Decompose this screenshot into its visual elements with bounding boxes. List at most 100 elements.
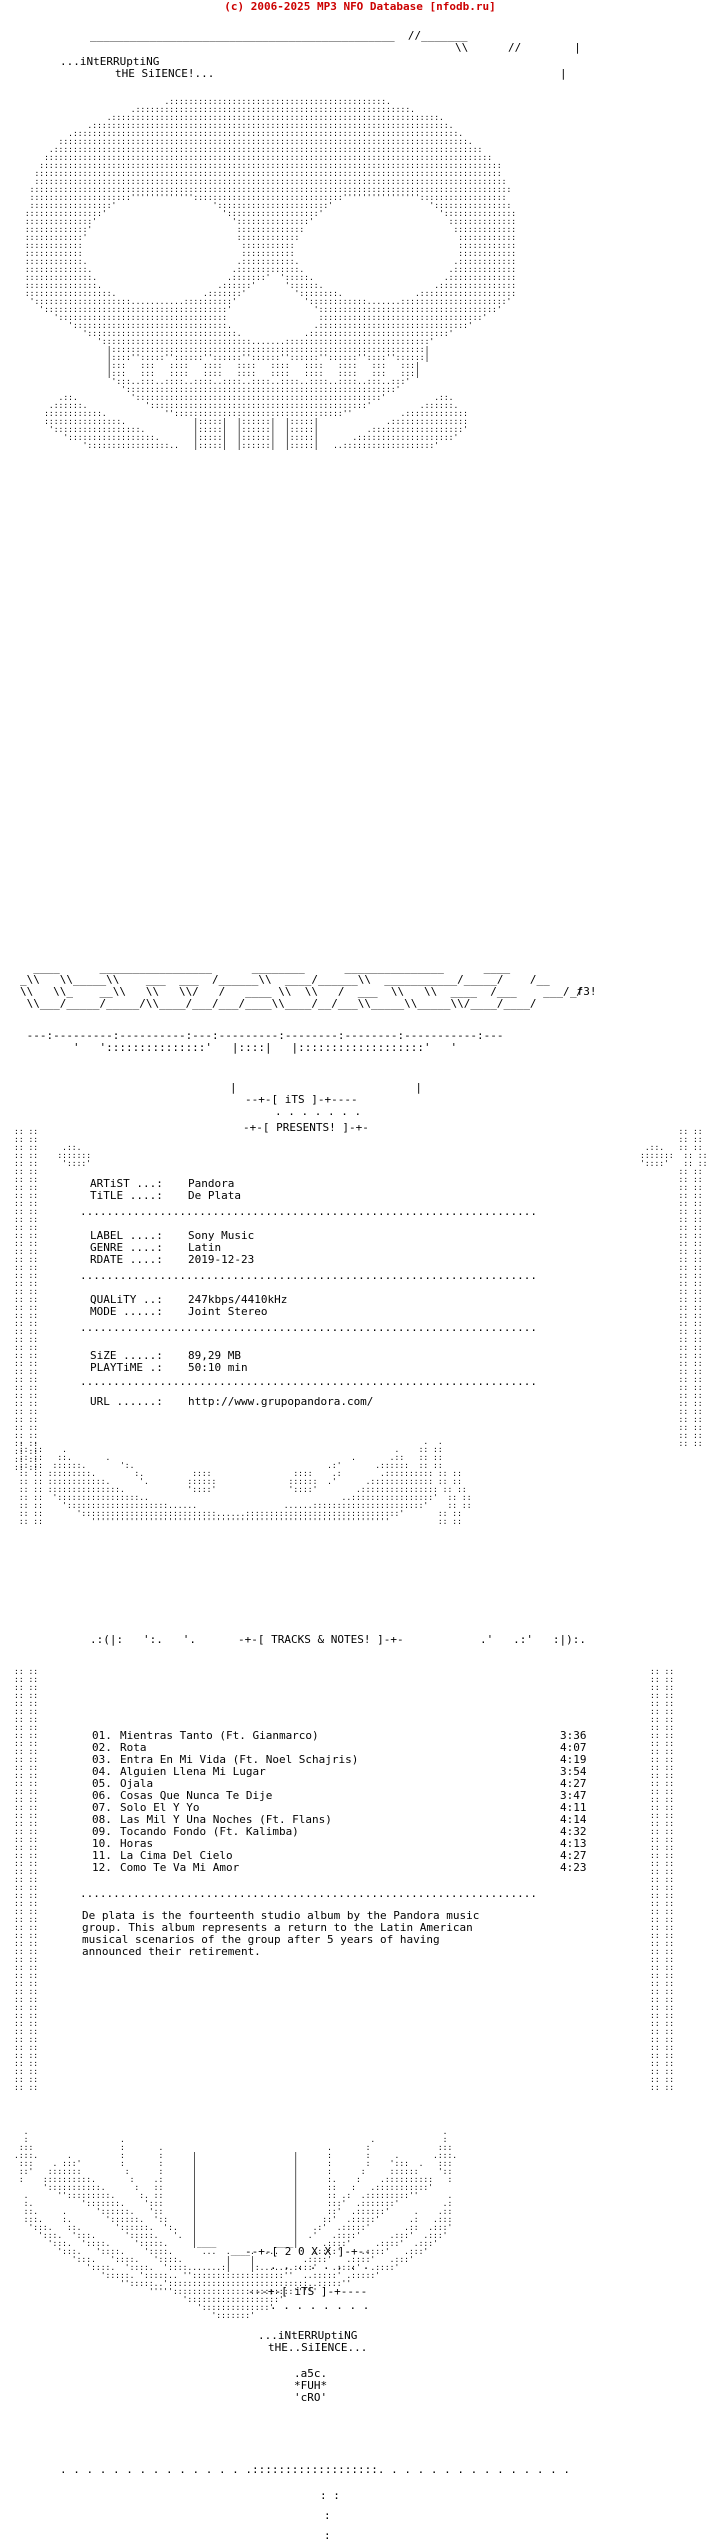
footer-dots1: . . . . . . . .: [270, 2259, 370, 2272]
track-row: 03. Entra En Mi Vida (Ft. Noel Schajris) 4…: [0, 1754, 720, 1766]
divider-5: ........................................…: [80, 1887, 537, 1900]
track-time: 3:47: [560, 1789, 587, 1802]
genre-value: Latin: [188, 1241, 222, 1254]
logo-ascii-line4: \\___/_____/_____/\\____/___/___/____\\_…: [20, 997, 550, 1010]
track-number: 06.: [92, 1789, 112, 1802]
playtime-label: PLAYTiME .:: [90, 1361, 163, 1374]
track-time: 4:27: [560, 1849, 587, 1862]
footer-ascii-art: . . : . . : :::: [14, 2127, 458, 2320]
notes-line: announced their retirement.: [82, 1945, 261, 1958]
track-time: 3:36: [560, 1729, 587, 1742]
rdate-label: RDATE ....:: [90, 1253, 163, 1266]
track-title: Como Te Va Mi Amor: [120, 1861, 240, 1874]
artist-label: ARTiST ...:: [90, 1177, 163, 1190]
group-name-line1: ...iNtERRUptiNG: [60, 55, 160, 68]
footer-tail2: :: [324, 2509, 331, 2522]
track-number: 09.: [92, 1825, 112, 1838]
rdate-value: 2019-12-23: [188, 1253, 255, 1266]
track-time: 4:13: [560, 1837, 587, 1850]
track-number: 05.: [92, 1777, 112, 1790]
presents-its: --+-[ iTS ]-+----: [245, 1093, 358, 1106]
track-number: 11.: [92, 1849, 112, 1862]
logo-ascii-line5: ---:---------:----------:---:---------:-…: [20, 1029, 504, 1042]
playtime-value: 50:10 min: [188, 1361, 248, 1374]
quality-label: QUALiTY ..:: [90, 1293, 163, 1306]
logo-ascii-line1: ____ _________________ ________ ________…: [20, 961, 511, 974]
title-label: TiTLE ....:: [90, 1189, 163, 1202]
track-title: Mientras Tanto (Ft. Gianmarco): [120, 1729, 319, 1742]
footer-credit1: .a5c.: [294, 2367, 328, 2380]
presents-label: -+-[ PRESENTS! ]-+-: [243, 1121, 369, 1134]
mode-value: Joint Stereo: [188, 1305, 268, 1318]
track-time: 4:07: [560, 1741, 587, 1754]
track-title: Ojala: [120, 1777, 154, 1790]
notes-line: group. This album represents a return to…: [82, 1921, 473, 1934]
title-value: De Plata: [188, 1189, 241, 1202]
notes-line: De plata is the fourteenth studio album …: [82, 1909, 480, 1922]
tracks-header-deco-left: .:(|: ':. '.: [90, 1633, 196, 1646]
logo-ascii-line2: _\\ \\_____\\ ___ ___ /______\\ ____/___…: [20, 973, 557, 986]
info-frame-right: :: :: :: :: .::. :: :: ::::::: :: :: '::…: [640, 1127, 708, 1448]
footer-group1: ...iNtERRUptiNG: [258, 2329, 358, 2342]
artist-value: Pandora: [188, 1177, 235, 1190]
track-time: 4:19: [560, 1753, 587, 1766]
url-value[interactable]: http://www.grupopandora.com/: [188, 1395, 374, 1408]
header-frame-top: ________________________________________…: [90, 29, 468, 42]
track-number: 12.: [92, 1861, 112, 1874]
track-number: 04.: [92, 1765, 112, 1778]
tracks-frame-left: :: :: :: :: :: :: :: :: :: :: :: :: :: :…: [14, 1667, 39, 2091]
track-title: Entra En Mi Vida (Ft. Noel Schajris): [120, 1753, 359, 1766]
track-title: Alguien Llena Mi Lugar: [120, 1765, 266, 1778]
track-title: La Cima Del Cielo: [120, 1849, 233, 1862]
track-row: 11. La Cima Del Cielo 4:27: [0, 1850, 720, 1862]
divider-2: ........................................…: [80, 1269, 537, 1282]
tracks-header-deco-right: .' .:' :|):.: [480, 1633, 586, 1646]
track-row: 12. Como Te Va Mi Amor 4:23: [0, 1862, 720, 1874]
track-number: 01.: [92, 1729, 112, 1742]
track-row: 10. Horas 4:13: [0, 1838, 720, 1850]
mode-label: MODE .....:: [90, 1305, 163, 1318]
track-time: 4:27: [560, 1777, 587, 1790]
footer-its: ---+-[ iTS ]-+----: [248, 2285, 368, 2298]
track-title: Horas: [120, 1837, 154, 1850]
footer-credit2: *FUH*: [294, 2379, 328, 2392]
label-label: LABEL ....:: [90, 1229, 163, 1242]
label-value: Sony Music: [188, 1229, 255, 1242]
tracks-frame-right: :: :: :: :: :: :: :: :: :: :: :: :: :: :…: [650, 1667, 675, 2091]
logo-tag: _f3!: [570, 985, 597, 998]
track-time: 4:11: [560, 1801, 587, 1814]
divider-1: ........................................…: [80, 1205, 537, 1218]
track-title: Solo El Y Yo: [120, 1801, 200, 1814]
size-label: SiZE .....:: [90, 1349, 163, 1362]
track-number: 02.: [92, 1741, 112, 1754]
group-name-line2: tHE SiIENCE!...: [115, 67, 215, 80]
logo-ascii-line6: ' ':::::::::::::::' |::::| |::::::::::::…: [20, 1041, 458, 1054]
track-number: 08.: [92, 1813, 112, 1826]
track-number: 10.: [92, 1837, 112, 1850]
track-row: 05. Ojala 4:27: [0, 1778, 720, 1790]
track-number: 03.: [92, 1753, 112, 1766]
footer-dots2: . . . . . . . .: [270, 2299, 370, 2312]
track-row: 09.Tocando Fondo (Ft. Kalimba)4:32: [0, 1826, 720, 1838]
quality-value: 247kbps/4410kHz: [188, 1293, 288, 1306]
url-label: URL ......:: [90, 1395, 163, 1408]
header-frame-side: \\ // |: [455, 41, 581, 54]
track-time: 4:14: [560, 1813, 587, 1826]
footer-tail1: : :: [320, 2489, 340, 2502]
footer-baseline: . . . . . . . . . . . . . . .:::::::::::…: [60, 2463, 570, 2476]
footer-group2: tHE..SiIENCE...: [268, 2341, 368, 2354]
tracks-header: -+-[ TRACKS & NOTES! ]-+-: [238, 1633, 404, 1646]
divider-3: ........................................…: [80, 1321, 537, 1334]
track-time: 4:32: [560, 1825, 587, 1838]
track-row: 08.Las Mil Y Una Noches (Ft. Flans)4:14: [0, 1814, 720, 1826]
track-time: 4:23: [560, 1861, 587, 1874]
presents-dots: . . . . . . .: [275, 1105, 362, 1118]
footer-credit3: 'cRO': [294, 2391, 328, 2404]
header-frame-right: |: [560, 67, 567, 80]
info-frame-left: :: :: :: :: :: :: .::. :: :: ::::::: :: …: [14, 1127, 92, 1472]
skull-ascii-art: .:::::::::::::::::::::::::::::::::::::::…: [24, 97, 517, 450]
